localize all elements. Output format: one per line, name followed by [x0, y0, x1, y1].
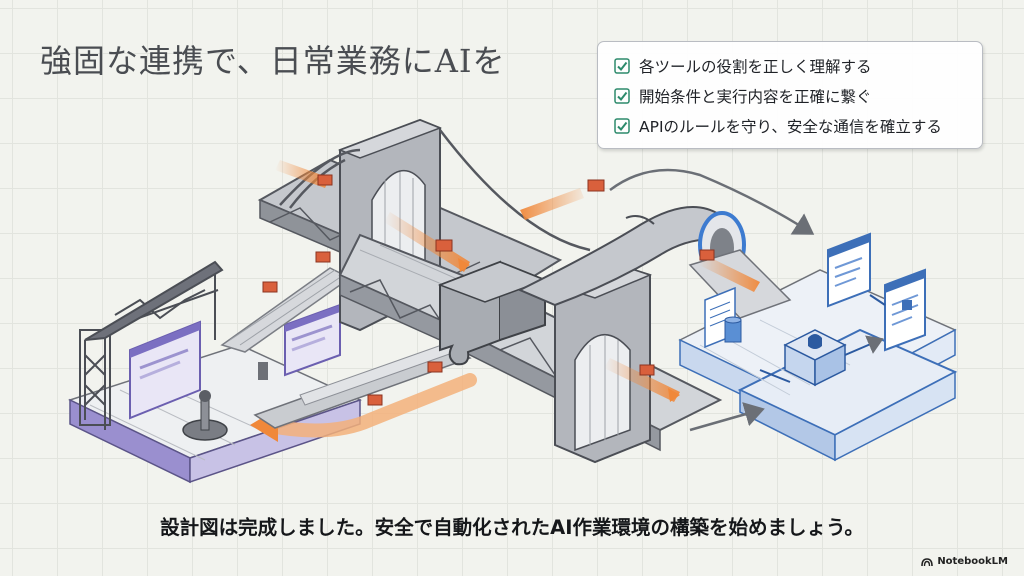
- database-cylinder-icon: [724, 316, 742, 343]
- return-flow-arrow: [258, 373, 477, 438]
- monitor-panel-1: [827, 232, 871, 308]
- brand-watermark: NotebookLM: [921, 556, 1008, 567]
- checklist-item: 各ツールの役割を正しく理解する: [614, 51, 982, 81]
- lower-flow-arrow: [689, 402, 765, 432]
- checkmark-icon: [614, 118, 630, 134]
- pipeline-connections: [759, 294, 886, 383]
- checklist-item-text: 開始条件と実行内容を正確に繋ぐ: [639, 88, 872, 106]
- upper-flow-arrow: [609, 168, 815, 235]
- checklist-item-text: 各ツールの役割を正しく理解する: [639, 58, 872, 76]
- slide-title: 強固な連携で、日常業務にAIを: [40, 42, 506, 80]
- checkmark-icon: [614, 58, 630, 74]
- slide-caption: 設計図は完成しました。安全で自動化されたAI作業環境の構築を始めましょう。: [160, 516, 864, 539]
- ui-window-card-2: [284, 303, 341, 377]
- puzzle-piece-connector: [437, 260, 548, 366]
- notebooklm-logo-icon: [921, 557, 934, 566]
- checklist-item: APIのルールを守り、安全な通信を確立する: [614, 111, 982, 141]
- checkmark-icon: [614, 88, 630, 104]
- data-packets: [262, 174, 715, 406]
- checklist-panel: 各ツールの役割を正しく理解する 開始条件と実行内容を正確に繋ぐ APIのルールを…: [597, 41, 983, 149]
- ui-window-card-1: [129, 320, 201, 420]
- brand-label: NotebookLM: [937, 556, 1008, 567]
- left-scaffold: [79, 260, 224, 430]
- checklist-item: 開始条件と実行内容を正確に繋ぐ: [614, 81, 982, 111]
- data-flow-streaks: [275, 160, 760, 402]
- processing-cube: [783, 329, 847, 387]
- left-post: [258, 362, 268, 380]
- arrow-heads-orange: [458, 258, 680, 402]
- checklist-item-text: APIのルールを守り、安全な通信を確立する: [639, 118, 942, 136]
- joystick-control: [182, 390, 228, 441]
- monitor-panel-2: [884, 268, 926, 352]
